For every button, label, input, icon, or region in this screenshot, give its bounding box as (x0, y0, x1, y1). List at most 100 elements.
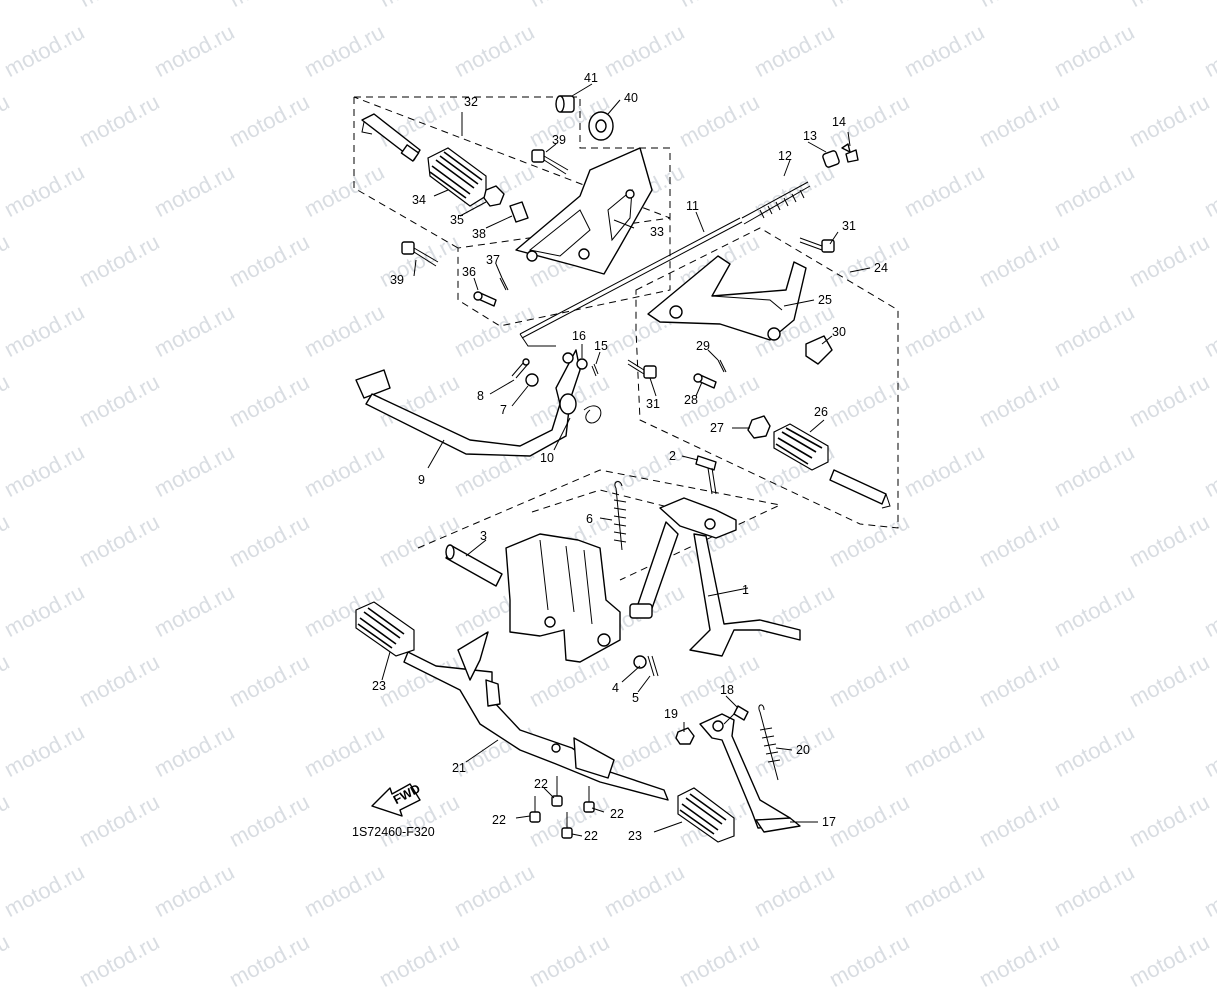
callout-17: 17 (822, 815, 836, 829)
callout-39-b: 39 (390, 273, 404, 287)
nut-13 (822, 150, 840, 168)
callout-36: 36 (462, 265, 476, 279)
callout-3: 3 (480, 529, 487, 543)
callout-25: 25 (818, 293, 832, 307)
callout-22-d: 22 (584, 829, 598, 843)
diagram-svg: FWD 1S72460-F320 1 2 3 4 5 6 7 8 9 10 11… (352, 71, 899, 843)
washer-16 (576, 358, 588, 370)
callout-23-a: 23 (372, 679, 386, 693)
callout-20: 20 (796, 743, 810, 757)
spring-10 (583, 405, 602, 424)
spring-20 (758, 704, 781, 781)
callout-16: 16 (572, 329, 586, 343)
watermark-text: motod.ru (0, 929, 14, 993)
callout-10: 10 (540, 451, 554, 465)
callout-22-c: 22 (610, 807, 624, 821)
collar-10 (559, 393, 577, 415)
callout-22-a: 22 (534, 777, 548, 791)
cotter-29 (717, 359, 727, 373)
frame-mount (505, 533, 621, 663)
pin-15 (591, 363, 599, 377)
washer-7 (525, 373, 539, 387)
main-stand-1 (629, 497, 801, 657)
bolt-31-lower (627, 359, 657, 379)
cotter-pin-37 (499, 277, 509, 291)
callout-29: 29 (696, 339, 710, 353)
callout-39-a: 39 (552, 133, 566, 147)
callout-14: 14 (832, 115, 846, 129)
collar-27 (747, 415, 771, 439)
footrest-bar-24 (829, 469, 891, 509)
group-32-boundary (353, 96, 671, 327)
callout-31-b: 31 (646, 397, 660, 411)
callout-13: 13 (803, 129, 817, 143)
watermark-text: motod.ru (375, 929, 464, 993)
callout-27: 27 (710, 421, 724, 435)
bolt-18 (723, 705, 749, 725)
footrest-rubber-23-right (677, 787, 735, 843)
bracket-25 (647, 255, 807, 341)
wing-nut-14 (841, 143, 859, 163)
callout-32: 32 (464, 95, 478, 109)
callout-30: 30 (832, 325, 846, 339)
callout-labels: 1 2 3 4 5 6 7 8 9 10 11 12 13 14 15 16 1… (372, 71, 888, 843)
callout-1: 1 (742, 583, 749, 597)
callout-28: 28 (684, 393, 698, 407)
watermark-text: motod.ru (825, 929, 914, 993)
callout-23-b: 23 (628, 829, 642, 843)
callout-6: 6 (586, 512, 593, 526)
callout-24: 24 (874, 261, 888, 275)
footrest-rubber-34 (427, 147, 487, 207)
watermark-text: motod.ru (975, 929, 1064, 993)
footrest-rubber-23-left (355, 601, 415, 657)
callout-18: 18 (720, 683, 734, 697)
callout-11: 11 (686, 199, 699, 213)
callout-15: 15 (594, 339, 608, 353)
stand-shaft-3 (445, 544, 503, 587)
watermark-text: motod.ru (675, 929, 764, 993)
callout-2: 2 (669, 449, 676, 463)
bolts-22 (529, 776, 595, 839)
pin-36 (473, 291, 497, 307)
watermark-text: motod.ru (225, 929, 314, 993)
brake-pedal-9 (355, 349, 581, 457)
callout-9: 9 (418, 473, 425, 487)
pin-8 (511, 358, 530, 379)
callout-34: 34 (412, 193, 426, 207)
callout-35: 35 (450, 213, 464, 227)
pin-28 (693, 373, 717, 389)
callout-38: 38 (472, 227, 486, 241)
callout-12: 12 (778, 149, 792, 163)
callout-31-a: 31 (842, 219, 856, 233)
callout-40: 40 (624, 91, 638, 105)
bolt-31-upper (799, 237, 835, 253)
callout-22-b: 22 (492, 813, 506, 827)
footrest-bar-21 (403, 631, 669, 801)
bracket-38 (509, 201, 529, 223)
footrest-rubber-26 (773, 423, 829, 471)
spring-6 (613, 481, 627, 551)
group-32-left-edge (353, 97, 459, 249)
callout-5: 5 (632, 691, 639, 705)
callout-41: 41 (584, 71, 598, 85)
diagram-code: 1S72460-F320 (352, 825, 435, 839)
callout-8: 8 (477, 389, 484, 403)
fwd-arrow: FWD (371, 781, 423, 817)
callout-4: 4 (612, 681, 619, 695)
damper-40 (588, 111, 614, 141)
callout-21: 21 (452, 761, 466, 775)
leader-lines (381, 83, 871, 837)
callout-26: 26 (814, 405, 828, 419)
callout-7: 7 (500, 403, 507, 417)
collar-35 (483, 185, 505, 207)
clip-30 (805, 335, 833, 365)
bolt-39-upper (531, 149, 569, 175)
watermark-text: motod.ru (1125, 929, 1214, 993)
bracket-33 (515, 147, 653, 275)
callout-33: 33 (650, 225, 664, 239)
bolt-39-lower (401, 241, 439, 267)
footrest-bar-32 (361, 113, 421, 162)
brake-rod-11 (519, 217, 743, 347)
washer-4 (633, 655, 647, 669)
